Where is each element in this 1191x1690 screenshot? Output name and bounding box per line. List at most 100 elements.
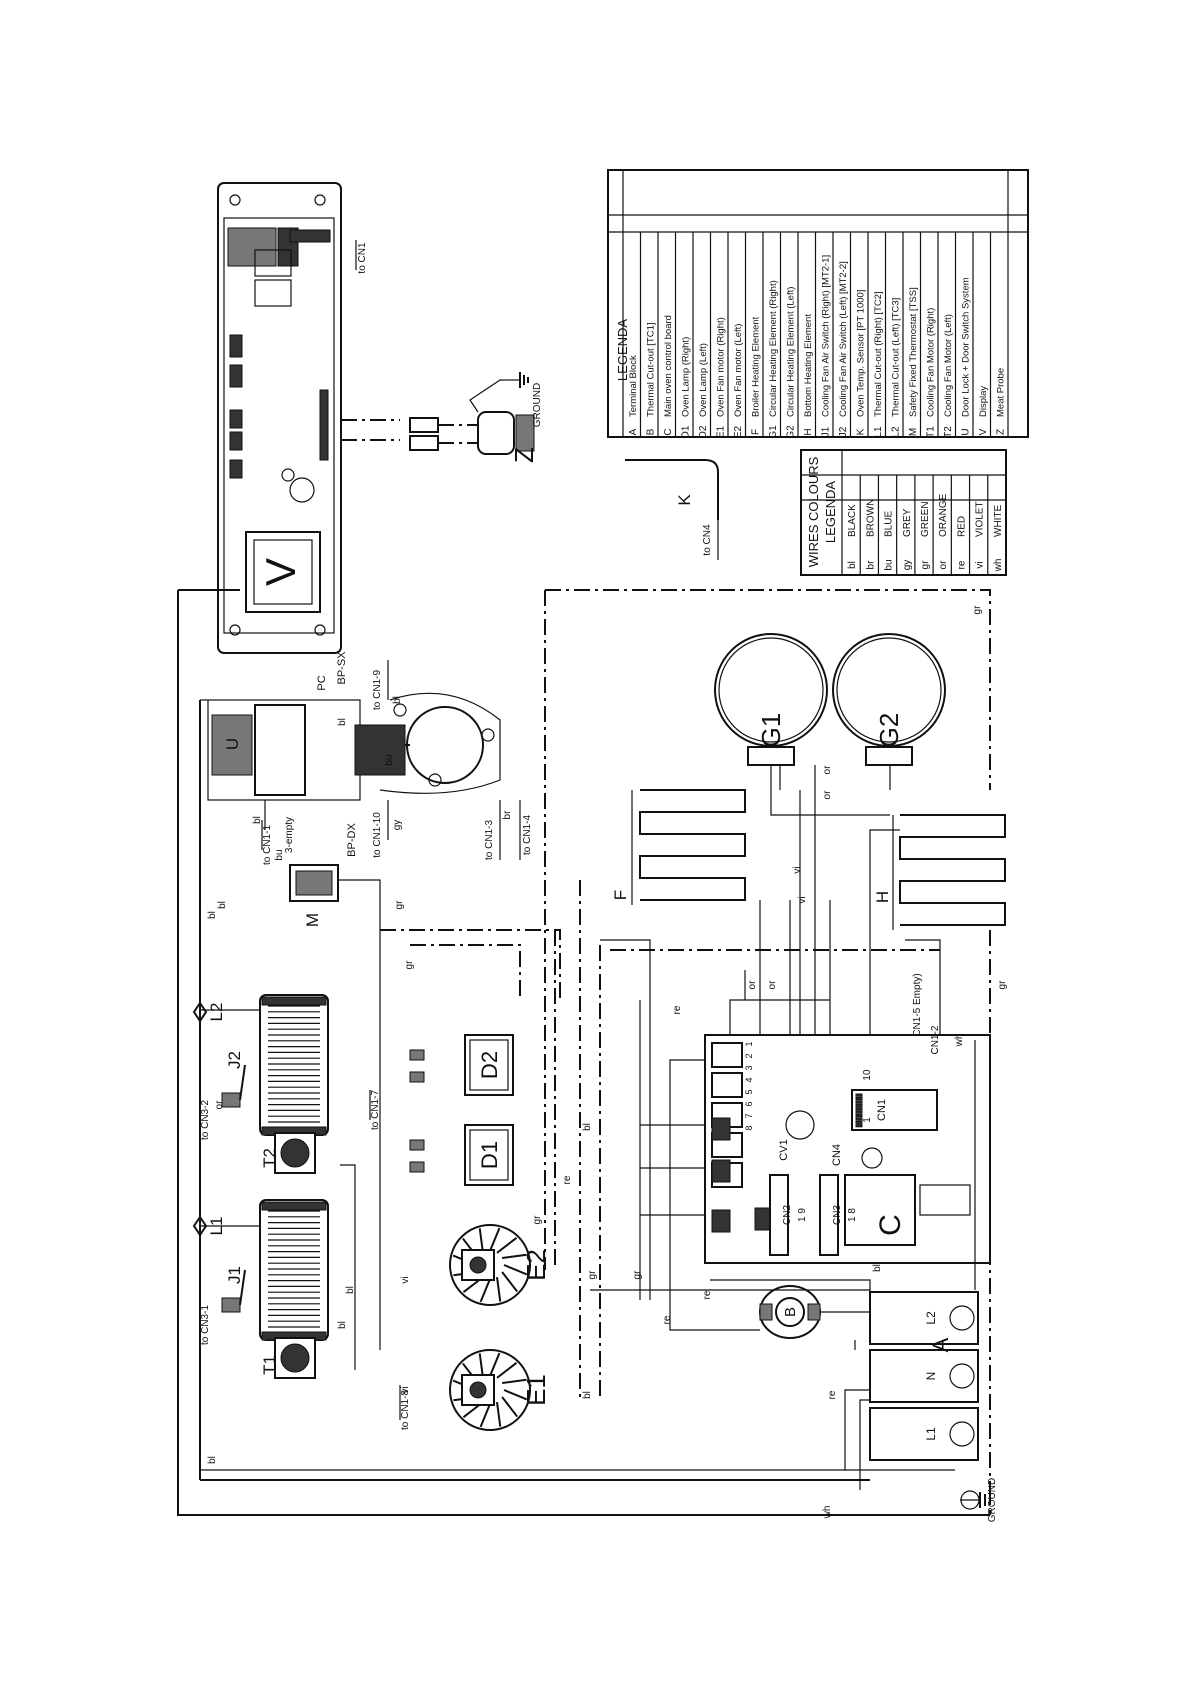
label-cn4: CN4 bbox=[831, 1144, 843, 1166]
legend-desc-8: Circular Heating Element (Right) bbox=[768, 280, 779, 417]
wires-legend-title-2: LEGENDA bbox=[823, 481, 838, 543]
label-cn1: CN1 bbox=[876, 1099, 888, 1121]
wire-colour-code-0: bl bbox=[847, 561, 858, 569]
label-cn1-pin-10: 10 bbox=[862, 1069, 873, 1081]
label-to-cn4-k: to CN4 bbox=[702, 524, 713, 556]
legend-desc-1: Thermal Cut-out [TC1] bbox=[645, 323, 656, 418]
wire-bl-u2: bl bbox=[337, 718, 348, 726]
label-cv1: CV1 bbox=[778, 1139, 790, 1160]
wire-or-4: or bbox=[822, 790, 833, 800]
label-bp-sx: BP-SX bbox=[336, 651, 348, 685]
legend-desc-10: Bottom Heating Element bbox=[803, 314, 814, 417]
wire-wh-bottom: wh bbox=[822, 1506, 833, 1520]
label-e1: E1 bbox=[521, 1374, 551, 1406]
label-ground-probe: GROUND bbox=[532, 383, 543, 427]
wire-colour-name-6: RED bbox=[956, 516, 967, 537]
wire-bl-bottom: bl bbox=[582, 1391, 593, 1399]
wire-colour-name-1: BROWN bbox=[865, 499, 876, 537]
legend-desc-12: Cooling Fan Air Switch (Left) [MT2-2] bbox=[838, 261, 849, 417]
wire-code-labels: bl bl wh gr gr gr gr gr gr gr re re re r… bbox=[207, 605, 1008, 1520]
wire-re-3: re bbox=[702, 1290, 713, 1299]
wire-re-5: re bbox=[827, 1390, 838, 1399]
legend-code-6: E2 bbox=[733, 425, 744, 438]
wire-re-1: re bbox=[672, 1005, 683, 1014]
legend-code-14: L1 bbox=[873, 426, 884, 438]
wire-colour-code-2: bu bbox=[884, 559, 895, 570]
legend-desc-19: Door Lock + Door Switch System bbox=[960, 277, 971, 417]
label-cn1-2: CN1-2 bbox=[930, 1025, 941, 1054]
legend-desc-18: Cooling Fan Motor (Left) bbox=[943, 314, 954, 417]
air-switch-j1: J1 bbox=[221, 1266, 246, 1313]
label-t1: T1 bbox=[260, 1355, 279, 1375]
label-f: F bbox=[611, 890, 630, 900]
wire-gy-u: gy bbox=[392, 820, 403, 831]
wire-colour-code-7: vi bbox=[975, 561, 986, 568]
circular-element-g2: G2 bbox=[832, 633, 946, 766]
legend-desc-6: Oven Fan motor (Left) bbox=[733, 324, 744, 417]
label-b: B bbox=[782, 1307, 799, 1317]
air-switch-j2: J2 or bbox=[214, 1051, 246, 1110]
legend-desc-3: Oven Lamp (Right) bbox=[680, 337, 691, 417]
terminal-block-a: L2 N L1 A bbox=[869, 1291, 979, 1461]
label-pc: PC bbox=[316, 675, 328, 690]
label-cn1-pin-1: 1 bbox=[862, 1117, 873, 1123]
relay-pin-1: 2 bbox=[744, 1053, 754, 1058]
wire-colour-name-0: BLACK bbox=[847, 504, 858, 537]
wire-colour-name-3: GREY bbox=[902, 508, 913, 537]
label-to-cn1-10: to CN1-10 bbox=[372, 812, 383, 858]
label-g1: G1 bbox=[756, 713, 786, 748]
label-a: A bbox=[928, 1337, 953, 1352]
wire-vi-e1: vi bbox=[400, 1386, 411, 1393]
wire-wh-board: wh bbox=[954, 1034, 965, 1048]
legend-code-9: G2 bbox=[785, 425, 796, 439]
label-to-cn1-9: to CN1-9 bbox=[372, 670, 383, 710]
legend-desc-11: Cooling Fan Air Switch (Right) [MT2-1] bbox=[820, 255, 831, 417]
label-d2: D2 bbox=[477, 1051, 502, 1079]
legend-desc-4: Oven Lamp (Left) bbox=[698, 343, 709, 417]
legend-desc-15: Thermal Cut-out (Left) [TC3] bbox=[890, 298, 901, 417]
wire-vi-2: vi bbox=[797, 896, 808, 903]
wire-colour-code-1: br bbox=[865, 560, 876, 570]
legend-code-5: E1 bbox=[715, 425, 726, 438]
wire-colour-name-8: WHITE bbox=[993, 504, 1004, 537]
legend-code-11: J1 bbox=[820, 426, 831, 437]
wire-gr-3: gr bbox=[532, 1215, 543, 1225]
wire-colour-code-6: re bbox=[956, 560, 967, 569]
wire-gr-2: gr bbox=[404, 960, 415, 970]
legend-code-1: B bbox=[645, 428, 656, 435]
label-to-cn1-7: to CN1-7 bbox=[370, 1090, 381, 1130]
wire-bl-left1: bl bbox=[207, 911, 218, 919]
label-e2: E2 bbox=[521, 1249, 551, 1281]
door-lock-u: U PC BP-SX BP-DX to CN1-9 bl to CN1-10 g… bbox=[207, 651, 533, 860]
legend-code-15: L2 bbox=[890, 426, 901, 438]
label-to-cn3-2: to CN3-2 bbox=[200, 1100, 211, 1140]
wires-colour-legend: WIRES COLOURS LEGENDA blBLACKbrBROWNbuBL… bbox=[800, 449, 1007, 576]
legend-code-3: D1 bbox=[680, 425, 691, 438]
wire-or-j2: or bbox=[214, 1100, 225, 1110]
legend-code-17: T1 bbox=[925, 426, 936, 438]
label-cn3-pins: 1 8 bbox=[847, 1208, 858, 1222]
relay-pin-4: 5 bbox=[744, 1089, 754, 1094]
legend-code-4: D2 bbox=[698, 425, 709, 438]
legend-desc-16: Safety Fixed Thermostat [TSS] bbox=[908, 287, 919, 417]
label-j1: J1 bbox=[225, 1266, 244, 1284]
legend-desc-9: Circular Heating Element (Left) bbox=[785, 287, 796, 417]
thermal-cutout-b: B bbox=[759, 1285, 821, 1339]
legend-desc-0: Terminal Block bbox=[628, 355, 639, 417]
oven-fan-e2: E2 bbox=[449, 1224, 551, 1306]
relay-pin-0: 1 bbox=[744, 1041, 754, 1046]
label-g2: G2 bbox=[874, 713, 904, 748]
oven-lamp-d2: D2 bbox=[409, 1034, 514, 1096]
label-cn3: CN3 bbox=[832, 1205, 843, 1225]
wire-bl-board: bl bbox=[582, 1123, 593, 1131]
legend-code-20: V bbox=[978, 428, 989, 435]
wire-colour-code-4: gr bbox=[920, 560, 931, 570]
wire-or-2: or bbox=[767, 980, 778, 990]
legend-desc-20: Display bbox=[978, 386, 989, 417]
label-k: K bbox=[675, 494, 694, 506]
label-u: U bbox=[223, 738, 242, 750]
label-to-cn1-4: to CN1-4 bbox=[522, 815, 533, 855]
